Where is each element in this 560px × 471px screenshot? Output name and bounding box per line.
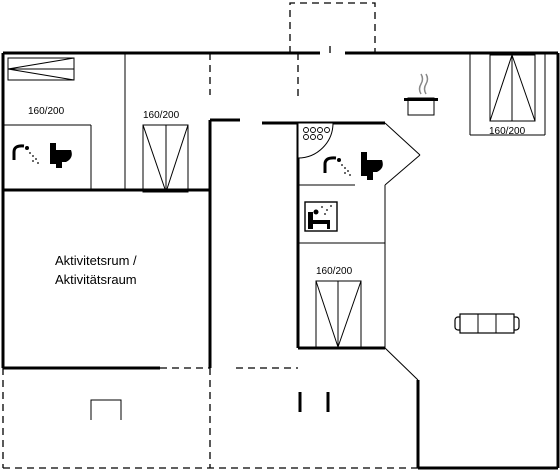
bed-second-label: 160/200	[143, 110, 180, 121]
sofa-icon	[454, 313, 520, 334]
bed-top-left-label: 160/200	[28, 106, 65, 117]
outer-walls	[1, 51, 560, 470]
toilet-icon	[50, 143, 72, 168]
shower-icon	[323, 156, 351, 176]
shower-icon	[12, 144, 39, 164]
interior-walls	[3, 53, 546, 381]
bed-center: 160/200	[315, 266, 362, 348]
stove-icon	[404, 73, 438, 116]
toilet-icon	[361, 152, 383, 180]
bed-center-label: 160/200	[316, 266, 353, 277]
sauna-icon	[304, 201, 338, 232]
activity-room-label-1: Aktivitetsrum /	[55, 253, 137, 268]
door-marks	[90, 142, 330, 420]
bed-top-right-label: 160/200	[489, 126, 526, 137]
activity-room-label-2: Aktivitätsraum	[55, 272, 137, 287]
bed-second: 160/200	[142, 110, 189, 193]
dashed-annex	[2, 2, 418, 469]
whirlpool-icon	[297, 122, 334, 159]
bed-top-right: 160/200	[489, 54, 536, 137]
bed-top-left: 160/200	[7, 57, 75, 117]
